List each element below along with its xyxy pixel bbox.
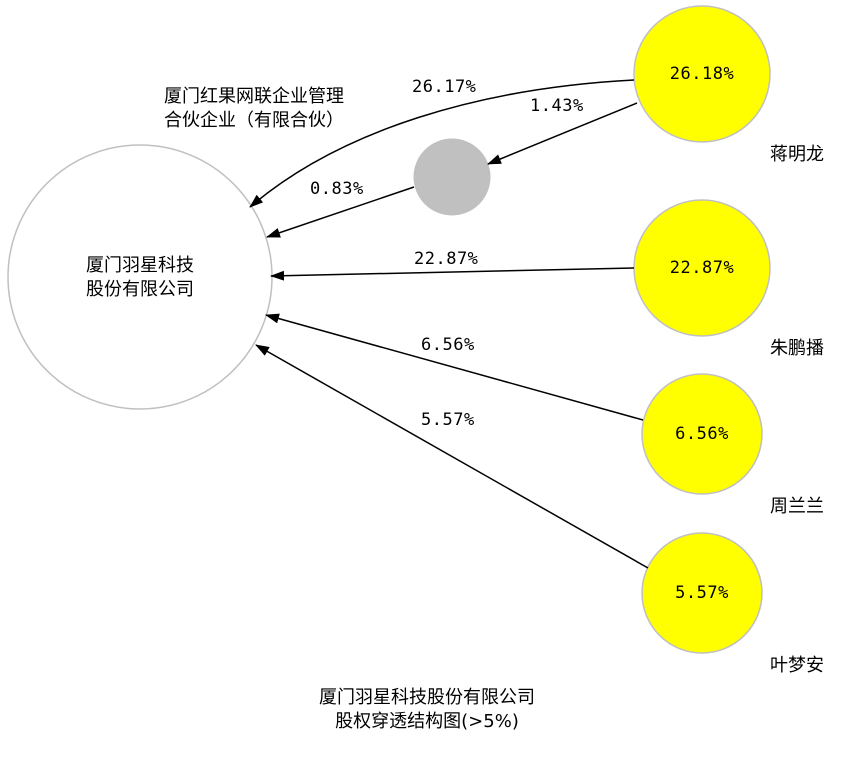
jiang-name: 蒋明龙: [770, 144, 824, 165]
edge-label-zhou-to-target: 6.56%: [421, 335, 475, 355]
shareholder-node-jiang[interactable]: [633, 5, 771, 143]
edge-label-ye-to-target: 5.57%: [421, 410, 475, 430]
shareholder-node-zhou[interactable]: [641, 373, 763, 495]
edge-label-jiang-to-target: 26.17%: [412, 77, 477, 97]
edge-label-zhu-to-target: 22.87%: [414, 249, 479, 269]
zhu-share-value: 22.87%: [669, 258, 735, 278]
partnership-name-line2: 合伙企业（有限合伙）: [164, 110, 344, 131]
target-name-line1: 厦门羽星科技: [86, 255, 194, 276]
ye-name: 叶梦安: [770, 655, 824, 676]
caption-line1: 厦门羽星科技股份有限公司: [319, 687, 535, 708]
target-name-line2: 股份有限公司: [86, 279, 194, 300]
ye-share-value: 5.57%: [675, 583, 729, 603]
edge-label-jiang-to-partnership: 1.43%: [530, 96, 584, 116]
zhou-share-value: 6.56%: [675, 424, 729, 444]
edge-zhu-to-target: [270, 267, 635, 281]
target-company-label: 厦门羽星科技 股份有限公司: [40, 254, 240, 302]
partnership-label: 厦门红果网联企业管理 合伙企业（有限合伙）: [164, 85, 344, 133]
caption-line2: 股权穿透结构图(>5%): [335, 711, 519, 732]
partnership-name-line1: 厦门红果网联企业管理: [164, 86, 344, 107]
edge-jiang-to-target: [249, 79, 635, 208]
edge-ye-to-target: [255, 344, 649, 569]
edge-partnership-to-target: [266, 186, 415, 238]
zhu-name: 朱鹏播: [770, 338, 824, 359]
edge-zhou-to-target: [265, 313, 644, 421]
jiang-share-value: 26.18%: [669, 64, 735, 84]
partnership-node[interactable]: [413, 138, 491, 216]
shareholder-node-ye[interactable]: [641, 532, 763, 654]
zhou-name: 周兰兰: [770, 496, 824, 517]
edge-jiang-to-partnership: [487, 102, 638, 165]
diagram-caption: 厦门羽星科技股份有限公司 股权穿透结构图(>5%): [227, 686, 627, 734]
edge-label-partnership-to-target: 0.83%: [310, 179, 364, 199]
